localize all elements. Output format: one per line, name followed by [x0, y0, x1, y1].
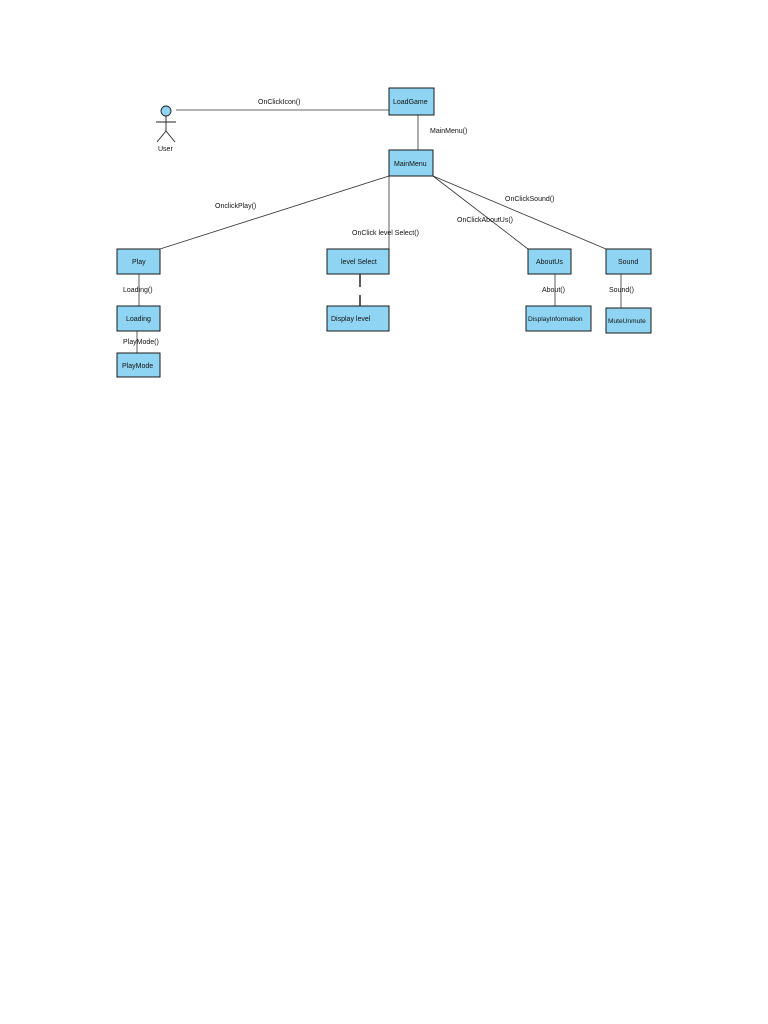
edge-mainmenu-play	[159, 175, 390, 250]
edge-label-mainmenu-levelselect: OnClick level Select()	[352, 230, 419, 237]
edge-label-sound-muteunmute: Sound()	[609, 287, 634, 294]
node-displaylevel: Display level	[326, 305, 390, 332]
node-sound-label: Sound	[618, 259, 638, 266]
edge-mainmenu-sound	[432, 175, 607, 250]
edge-label-aboutus-displayinformation: About()	[542, 287, 565, 294]
node-mainmenu: MainMenu	[388, 149, 434, 177]
edge-label-user-loadgame: OnClickIcon()	[258, 99, 300, 106]
node-aboutus: AboutUs	[527, 248, 572, 275]
edge-label-loadgame-mainmenu: MainMenu()	[430, 128, 467, 135]
node-mainmenu-label: MainMenu	[394, 161, 427, 168]
node-loading: Loading	[116, 305, 161, 332]
edge-label-mainmenu-aboutus: OnClickAboutUs()	[457, 217, 513, 224]
node-play-label: Play	[132, 259, 146, 266]
edge-label-mainmenu-sound: OnClickSound()	[505, 196, 554, 203]
node-loading-label: Loading	[126, 316, 151, 323]
node-loadgame: LoadGame	[388, 87, 435, 116]
user-actor-icon	[156, 105, 176, 143]
node-muteunmute-label: MuteUnmute	[608, 318, 646, 325]
node-displaylevel-label: Display level	[331, 316, 371, 323]
node-displayinformation: DisplayInformation	[525, 305, 592, 332]
node-levelselect: level Select	[326, 248, 390, 275]
node-levelselect-label: level Select	[341, 259, 377, 266]
edge-label-loading-playmode: PlayMode()	[123, 339, 159, 346]
node-play: Play	[116, 248, 161, 275]
edge-label-mainmenu-play: OnclickPlay()	[215, 203, 256, 210]
edge-label-play-loading: Loading()	[123, 287, 153, 294]
actor-label: User	[158, 146, 173, 153]
node-sound: Sound	[605, 248, 652, 275]
edge-mainmenu-aboutus	[432, 175, 529, 250]
node-playmode: PlayMode	[116, 352, 161, 378]
node-loadgame-label: LoadGame	[393, 99, 428, 106]
node-muteunmute: MuteUnmute	[605, 307, 652, 334]
node-aboutus-label: AboutUs	[536, 259, 563, 266]
node-displayinformation-label: DisplayInformation	[528, 316, 583, 323]
node-playmode-label: PlayMode	[122, 363, 153, 370]
